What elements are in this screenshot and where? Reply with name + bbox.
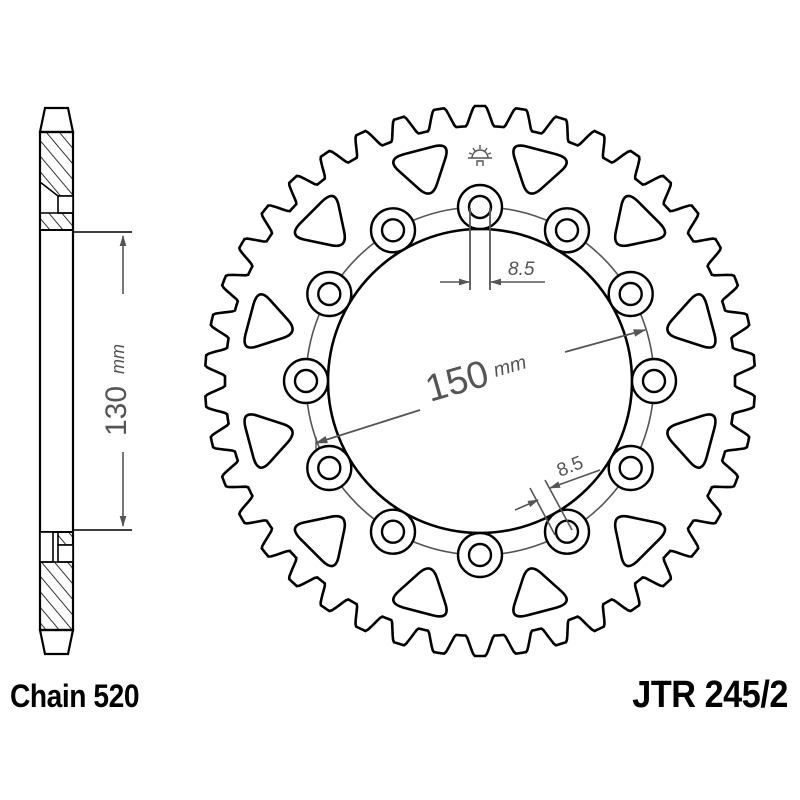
- side-hatch-upper: [39, 131, 74, 197]
- lightening-hole: [666, 293, 717, 349]
- bolt-hole: [467, 194, 493, 220]
- sprocket-tooth-outline: [204, 104, 756, 658]
- side-hatch-lower-2: [39, 561, 74, 631]
- side-hatch-upper-2: [39, 212, 74, 231]
- lightening-hole: [293, 514, 347, 568]
- side-bolt-lower: [39, 531, 54, 563]
- lightening-hole: [243, 293, 294, 349]
- bolt-holes: [282, 183, 678, 579]
- dimension-130-value: 130: [100, 386, 133, 436]
- bolt-hole: [554, 519, 580, 544]
- bolt-hole: [618, 455, 643, 481]
- dimension-150-value: 150: [421, 353, 494, 411]
- side-bolt-upper: [57, 195, 74, 214]
- bolt-hole: [554, 218, 580, 243]
- lightening-hole: [512, 567, 568, 618]
- lightening-hole: [613, 194, 667, 248]
- bolt-hole: [380, 519, 406, 544]
- lightening-hole: [392, 144, 448, 195]
- side-tooth-top: [38, 106, 75, 134]
- side-tooth-bottom: [38, 628, 75, 656]
- dimension-8-5-lower: 8.5: [514, 452, 601, 536]
- dimension-130-unit: mm: [108, 344, 128, 374]
- lightening-hole: [243, 413, 294, 469]
- dimension-150-unit: mm: [491, 351, 529, 381]
- lightening-hole: [666, 413, 717, 469]
- dimension-8-5-top-value: 8.5: [508, 259, 535, 280]
- bolt-hole: [293, 368, 319, 394]
- lightening-hole: [613, 514, 667, 568]
- bolt-hole: [618, 281, 643, 307]
- lightening-holes: [243, 144, 717, 618]
- chain-size-label: Chain 520: [10, 678, 140, 714]
- sprocket-front-view: 8.5 150 mm 8.5: [204, 104, 756, 658]
- side-profile-view: 130 mm: [38, 106, 133, 656]
- side-hatch-lower-1: [57, 531, 74, 546]
- bolt-hole: [467, 542, 493, 568]
- dimension-150: 150 mm: [314, 329, 647, 449]
- jt-logo-icon: [468, 145, 492, 166]
- bolt-hole: [380, 218, 406, 243]
- bolt-hole: [317, 281, 342, 307]
- bolt-hole: [641, 368, 667, 394]
- bolt-hole: [317, 455, 342, 481]
- part-number-label: JTR 245/2: [632, 674, 788, 716]
- dimension-8-5-top: 8.5: [440, 208, 545, 290]
- lightening-hole: [512, 144, 568, 195]
- lightening-hole: [293, 194, 347, 248]
- lightening-hole: [392, 567, 448, 618]
